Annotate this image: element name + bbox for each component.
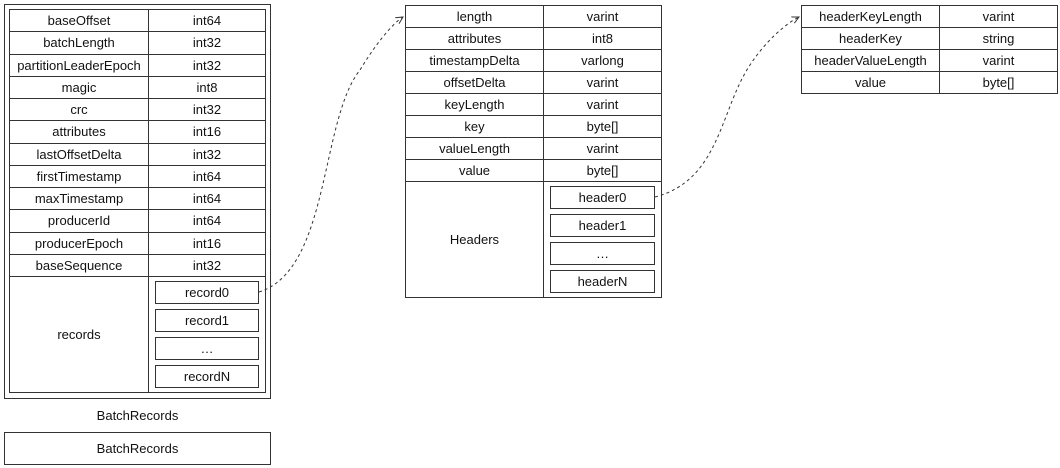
batch-record-item: recordN — [183, 369, 231, 384]
header-field-name-cell: headerKeyLength — [801, 5, 940, 28]
batch-field-name: partitionLeaderEpoch — [17, 57, 141, 73]
batch-outer-box — [4, 4, 271, 465]
batch-field-type: int32 — [192, 57, 222, 73]
record-header-item: headerN — [577, 274, 628, 289]
batch-record-item-cell: … — [155, 337, 259, 360]
record-field-name-cell: offsetDelta — [405, 71, 544, 94]
record-headers-label: Headers — [449, 232, 500, 247]
record-field-type: varint — [586, 75, 619, 90]
header-field-name: headerKey — [839, 31, 902, 46]
batch-field-type: int32 — [192, 146, 222, 162]
batch-field-type-cell: int32 — [148, 142, 266, 166]
record-field-name: length — [456, 9, 493, 24]
header-field-name: value — [854, 75, 887, 90]
batch-field-name: producerId — [47, 213, 111, 229]
batch-field-name: crc — [70, 102, 88, 118]
record-header-item: … — [596, 246, 609, 261]
batch-record-item: record1 — [184, 313, 230, 328]
batch-field-type: int64 — [192, 213, 222, 229]
batch-record-item-cell: record1 — [155, 309, 259, 332]
record-field-name: value — [458, 163, 491, 178]
record-field-type-cell: varint — [543, 5, 662, 28]
record-field-name: keyLength — [444, 97, 505, 112]
batch-field-type: int64 — [192, 191, 222, 207]
batch-records-row-label: BatchRecords — [96, 441, 179, 456]
record-field-name: key — [464, 119, 485, 134]
header-field-type: byte[] — [982, 75, 1015, 90]
batch-field-name: firstTimestamp — [36, 168, 122, 184]
batch-record-item-cell: recordN — [155, 365, 259, 388]
batch-field-name: baseOffset — [47, 13, 111, 29]
record-header-item-cell: header0 — [550, 186, 655, 209]
batch-records-label: records — [57, 327, 101, 342]
header-field-type: string — [982, 31, 1015, 46]
batch-field-name: lastOffsetDelta — [36, 146, 122, 162]
record-header-item-cell: … — [550, 242, 655, 265]
batch-field-type: int32 — [192, 257, 222, 273]
header-field-name-cell: value — [801, 71, 940, 94]
batch-field-type-cell: int32 — [148, 98, 266, 122]
record-field-type-cell: varint — [543, 137, 662, 160]
header-field-type-cell: varint — [939, 49, 1058, 72]
batch-field-name-cell: producerId — [9, 209, 149, 233]
record-header-item-cell: headerN — [550, 270, 655, 293]
batch-records-row: BatchRecords — [4, 398, 271, 433]
batch-field-name-cell: baseSequence — [9, 253, 149, 277]
record-field-type: varint — [586, 9, 619, 24]
batch-field-type-cell: int32 — [148, 53, 266, 77]
batch-field-name: attributes — [52, 124, 106, 140]
header-field-type: varint — [982, 9, 1015, 24]
record-field-name: valueLength — [439, 141, 510, 156]
header-field-type: varint — [982, 53, 1015, 68]
batch-records-row: BatchRecords — [4, 432, 271, 465]
record-field-name: attributes — [447, 31, 502, 46]
record-field-type: byte[] — [586, 163, 619, 178]
header-field-name: headerKeyLength — [819, 9, 922, 24]
header-field-name: headerValueLength — [814, 53, 927, 68]
batch-records-row-label: BatchRecords — [96, 408, 179, 423]
batch-record-item-cell: record0 — [155, 281, 259, 304]
record-header-item-cell: header1 — [550, 214, 655, 237]
record-field-type: byte[] — [586, 119, 619, 134]
batch-field-type-cell: int32 — [148, 31, 266, 55]
batch-field-name-cell: maxTimestamp — [9, 187, 149, 211]
batch-field-type: int32 — [192, 102, 222, 118]
batch-field-name: batchLength — [43, 35, 115, 51]
batch-record-item: … — [200, 341, 214, 356]
record-field-type: varint — [586, 97, 619, 112]
header-field-type-cell: byte[] — [939, 71, 1058, 94]
record-header-item: header0 — [578, 190, 627, 205]
header-field-name-cell: headerKey — [801, 27, 940, 50]
batch-field-type: int16 — [192, 124, 222, 140]
batch-field-type: int32 — [192, 35, 222, 51]
batch-field-type: int8 — [196, 79, 218, 95]
batch-field-name-cell: producerEpoch — [9, 231, 149, 255]
batch-field-name: baseSequence — [35, 257, 123, 273]
batch-field-name-cell: crc — [9, 98, 149, 122]
record0-to-record-connector — [258, 17, 403, 293]
batch-field-name: maxTimestamp — [34, 191, 124, 207]
record-field-type: int8 — [592, 31, 613, 46]
batch-field-type: int16 — [192, 235, 222, 251]
batch-field-name: producerEpoch — [34, 235, 124, 251]
batch-records-label-cell: records — [9, 276, 149, 393]
batch-field-type: int64 — [192, 168, 222, 184]
batch-field-name-cell: partitionLeaderEpoch — [9, 53, 149, 77]
header0-to-header-connector — [654, 17, 799, 198]
header-field-name-cell: headerValueLength — [801, 49, 940, 72]
record-header-item: header1 — [578, 218, 627, 233]
batch-field-type: int64 — [192, 13, 222, 29]
record-field-type: varint — [586, 141, 619, 156]
record-field-type: varlong — [581, 53, 624, 68]
batch-field-name-cell: batchLength — [9, 31, 149, 55]
batch-field-type-cell: int64 — [148, 209, 266, 233]
record-field-name-cell: timestampDelta — [405, 49, 544, 72]
batch-record-item: record0 — [184, 285, 230, 300]
record-field-name: timestampDelta — [429, 53, 520, 68]
record-field-name: offsetDelta — [443, 75, 506, 90]
record-headers-label-cell: Headers — [405, 181, 544, 298]
batch-field-name: magic — [61, 79, 97, 95]
